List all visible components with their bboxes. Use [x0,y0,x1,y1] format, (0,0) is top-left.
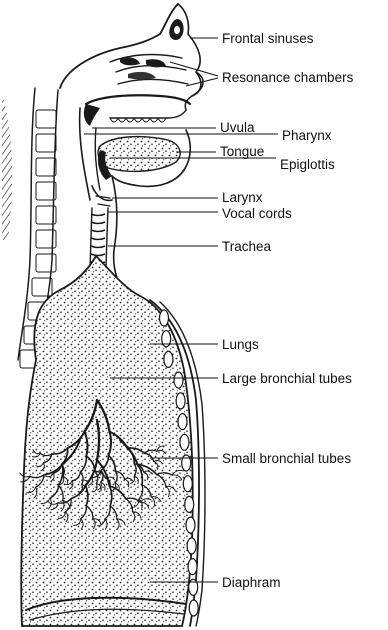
anatomy-drawing [2,4,205,626]
rib-section [182,455,191,471]
trachea-ring [91,254,105,256]
rib-section [189,600,198,616]
vertebra [36,254,56,272]
label-vocal-cords: Vocal cords [222,206,292,221]
rib-section [186,517,195,533]
trachea-ring [91,246,105,248]
trachea-ring [91,238,105,240]
label-diaphram: Diaphram [222,575,281,590]
label-pharynx: Pharynx [282,128,332,143]
frontal-sinus [169,19,183,40]
label-larynx: Larynx [222,190,263,205]
vertebra [36,134,56,152]
trachea-ring [91,230,105,232]
rib-section [185,496,194,512]
vertebra [36,158,56,176]
hard-palate [86,95,190,104]
rib-section [160,310,169,326]
rib-section [176,393,185,409]
rib-section [164,351,173,367]
leader-resonance-chambers-1 [170,62,218,76]
label-resonance-chambers: Resonance chambers [222,70,354,85]
labels: Frontal sinuses Resonance chambers Uvula… [220,31,354,590]
label-large-bronchial-tubes: Large bronchial tubes [222,371,352,386]
back-hatch-strip [2,100,12,240]
uvula-shape [84,104,100,126]
vertebra [36,110,56,128]
tongue-shape [98,137,180,172]
label-lungs: Lungs [222,337,259,352]
trachea-ring [91,214,105,216]
larynx-shape [92,186,112,206]
label-tongue: Tongue [220,144,264,159]
label-small-bronchial-tubes: Small bronchial tubes [222,451,351,466]
rib-section [183,476,192,492]
label-frontal-sinuses: Frontal sinuses [222,31,314,46]
nasal-conchae [110,55,188,84]
rib-section [178,414,187,430]
rib-section [180,434,189,450]
rib-section [188,559,197,575]
trachea-ring [91,222,105,224]
rib-section [187,538,196,554]
label-epiglottis: Epiglottis [280,157,335,172]
rib-section [174,372,183,388]
label-trachea: Trachea [222,239,272,254]
label-uvula: Uvula [220,120,255,135]
